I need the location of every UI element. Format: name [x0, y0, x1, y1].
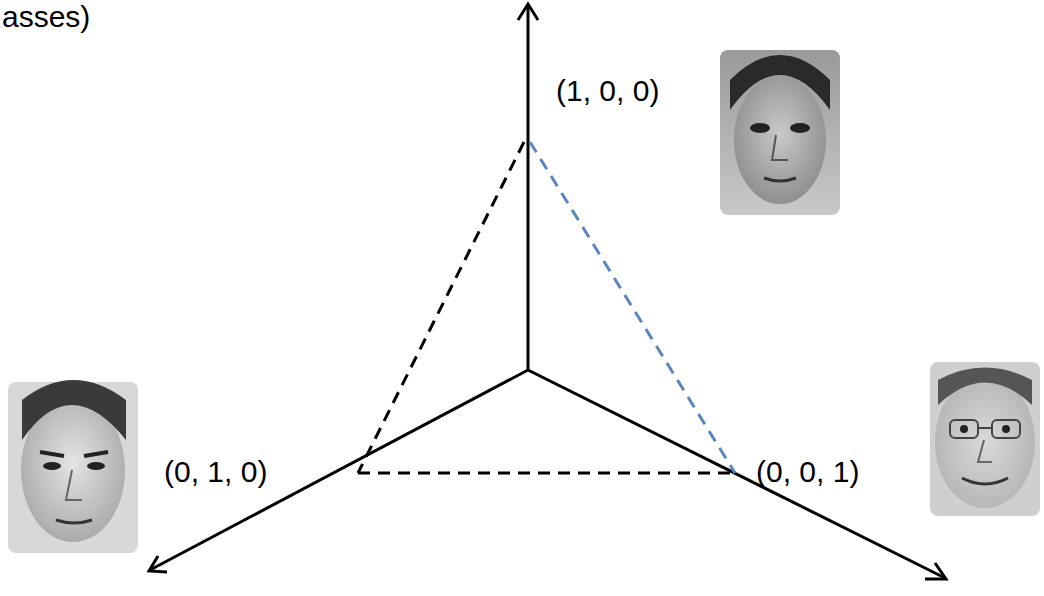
coordinate-label: (0, 1, 0): [164, 455, 267, 489]
coordinate-label: (0, 0, 1): [756, 455, 859, 489]
face-photo: [8, 380, 138, 553]
cut-heading: asses): [2, 0, 90, 34]
simplex-triangle: [358, 142, 735, 473]
coordinate-label: (1, 0, 0): [556, 74, 659, 108]
face-photo: [930, 362, 1040, 516]
axis-lines: [149, 4, 946, 579]
face-photo: [720, 50, 840, 215]
